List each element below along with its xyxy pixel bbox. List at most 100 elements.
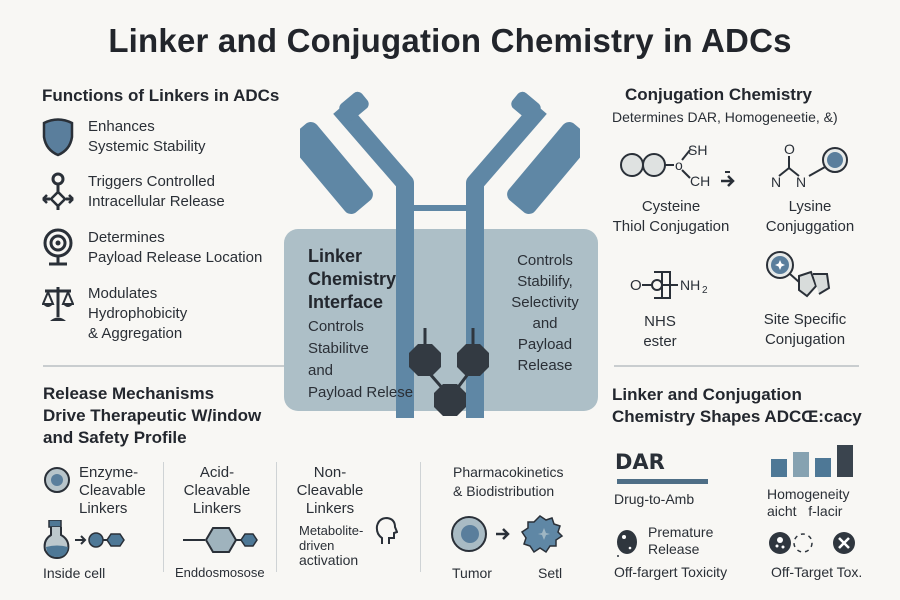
head-profile-icon	[375, 516, 398, 544]
acid-cleavable-title: Acid- Cleavable Linkers	[172, 464, 262, 518]
function-item: Modulates Hydrophobicity & Aggregation	[42, 284, 187, 344]
caption-line: activation	[299, 552, 359, 568]
droplet-icon	[617, 530, 637, 557]
dar-caption: Drug-to-Amb	[614, 491, 695, 507]
function-line: Determines	[88, 229, 165, 246]
title-line: Linkers	[305, 500, 355, 517]
title-line: Acid-	[199, 464, 235, 481]
atom-label: O	[630, 277, 642, 294]
atom-label: CH	[690, 173, 710, 189]
panel-text-line: Payload	[517, 336, 573, 353]
panel-text-line: Controls	[308, 318, 364, 335]
label-line: NHS	[644, 313, 676, 330]
heading-line: Chemistry Shapes ADCŒ:cacy	[612, 407, 862, 426]
title-line: Linkers	[79, 500, 128, 517]
label-line: Lysine	[788, 198, 832, 215]
payload-cluster	[409, 328, 489, 416]
antibody-heavy-chain-left	[333, 102, 414, 418]
premature-release-label: Premature Release	[648, 524, 713, 558]
cysteine-label: Cysteine Thiol Conjugation	[606, 197, 736, 237]
arrow-icon	[496, 528, 510, 540]
antibody-heavy-chain-right	[466, 102, 547, 418]
panel-title: Linker Chemistry Interface	[308, 245, 396, 314]
homogeneity-bar	[793, 452, 809, 477]
homogeneity-bar	[837, 445, 853, 477]
nhs-label: NHS ester	[625, 312, 695, 352]
label-line: Conjugation	[764, 331, 846, 348]
atom-label: N	[771, 174, 781, 190]
function-item: Enhances Systemic Stability	[42, 117, 206, 157]
antibody-diagram	[300, 91, 580, 418]
function-item: Triggers Controlled Intracellular Releas…	[42, 172, 225, 212]
panel-text-line: Stabilitve	[308, 340, 369, 357]
panel-title-line: Chemistry	[308, 269, 397, 289]
hexagon-linker-icon	[183, 527, 258, 553]
function-line: Enhances	[88, 118, 155, 135]
column-divider	[163, 462, 164, 572]
non-cleavable-caption: Metabolite- driven activation	[299, 523, 363, 568]
panel-text-line: Payload Relese	[308, 384, 414, 401]
title-line: Cleavable	[183, 482, 251, 499]
title-line: Cleavable	[79, 482, 146, 499]
panel-text-line: Controls	[517, 252, 573, 269]
function-line: Payload Release Location	[88, 249, 263, 266]
non-cleavable-title: Non- Cleavable Linkers	[285, 464, 375, 518]
homogeneity-bar-chart	[771, 445, 855, 477]
panel-text-line: and	[308, 362, 334, 379]
homogeneity-bar	[771, 459, 787, 477]
release-heading: Release Mechanisms Drive Therapeutic W/i…	[43, 383, 261, 449]
label-line: Thiol Conjugation	[612, 218, 730, 235]
antibody-light-chain-left	[300, 122, 373, 214]
label-line: Premature	[648, 524, 714, 540]
panel-text-line: Stabilify,	[517, 273, 573, 290]
tumor-to-cell-icon	[451, 515, 564, 554]
atom-subscript: 2	[702, 285, 708, 296]
atom-label: NH	[680, 277, 700, 293]
site-specific-label: Site Specific Conjugation	[750, 310, 860, 350]
atom-label: SH	[688, 142, 707, 158]
heading-line: Linker and Conjugation	[612, 385, 802, 404]
heading-line: and Safety Profile	[43, 428, 187, 447]
conjugation-heading: Conjugation Chemistry	[625, 85, 813, 104]
function-line: Modulates	[88, 285, 158, 302]
title-line: Linkers	[192, 500, 242, 517]
panel-text-line: Selectivity	[511, 294, 579, 311]
title-line: Non-	[313, 464, 347, 481]
title-line: Enzyme-	[79, 464, 139, 481]
payload-octagon	[434, 384, 466, 416]
panel-title-line: Linker	[308, 246, 363, 266]
dar-bar	[617, 479, 708, 484]
shield-icon	[42, 118, 74, 157]
atom-label: o	[675, 157, 683, 173]
payload-octagon	[457, 344, 489, 376]
enzyme-caption: Inside cell	[43, 565, 106, 581]
site-specific-icon	[766, 251, 831, 298]
conjugation-subheading: Determines DAR, Homogeneetie, &)	[612, 109, 838, 125]
section-divider	[43, 365, 285, 367]
tumor-label: Tumor	[452, 565, 492, 581]
page-title: Linker and Conjugation Chemistry in ADCs	[108, 22, 792, 59]
payload-octagon	[409, 344, 441, 376]
column-divider	[420, 462, 421, 572]
label-line: Site Specific	[763, 311, 847, 328]
cell-label: Setl	[538, 565, 563, 581]
label-line: Release	[648, 541, 700, 557]
label-line: Homogeneity	[767, 486, 850, 502]
column-divider	[276, 462, 277, 572]
panel-right-text: Controls Stabilify, Selectivity and Payl…	[495, 250, 595, 376]
caption-line: Metabolite-	[299, 523, 364, 538]
panel-title-line: Interface	[308, 292, 384, 312]
section-divider	[614, 365, 859, 367]
function-item: Determines Payload Release Location	[42, 228, 262, 268]
flask-to-payload-icon	[43, 520, 125, 560]
balance-scale-icon	[42, 287, 74, 321]
lysine-structure-icon: O N N	[771, 141, 848, 190]
pk-title: Pharmacokinetics & Biodistribution	[453, 463, 564, 501]
title-line: Pharmacokinetics	[453, 464, 564, 480]
title-line: Cleavable	[296, 482, 364, 499]
release-node-icon	[42, 172, 74, 210]
panel-left-text: Controls Stabilitve and Payload Relese	[308, 316, 413, 404]
title-line: & Biodistribution	[453, 483, 555, 499]
caption-line: driven	[299, 538, 335, 553]
function-line: Triggers Controlled	[88, 173, 215, 190]
